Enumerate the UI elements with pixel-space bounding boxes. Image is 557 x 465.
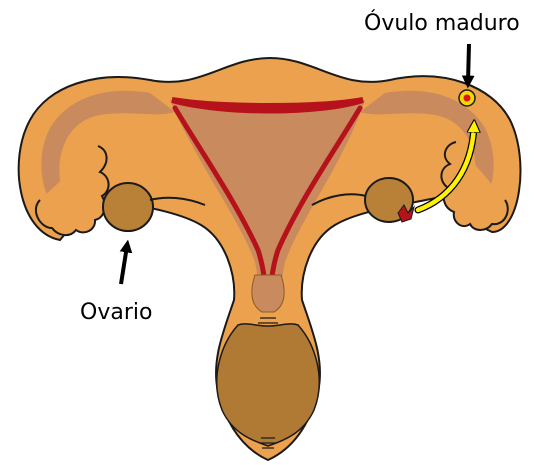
ovary-label: Ovario <box>80 302 152 324</box>
ovum-label-arrow <box>468 44 469 82</box>
left-ovary <box>103 183 153 231</box>
cervical-canal <box>252 275 284 312</box>
mature-ovum <box>459 90 475 106</box>
ovary-label-arrow <box>121 246 127 284</box>
mature-ovum-label: Óvulo maduro <box>364 13 520 35</box>
